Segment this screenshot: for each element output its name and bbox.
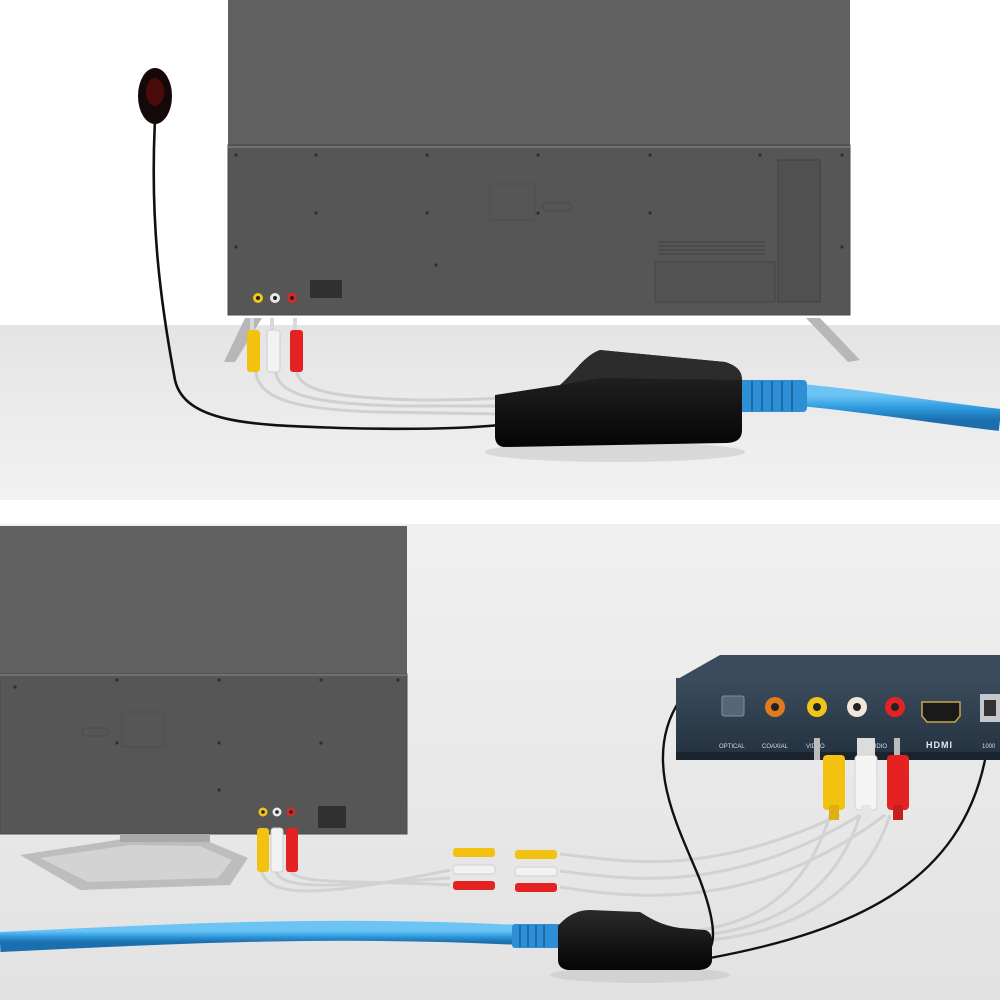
rca-coupler-pairs: [452, 848, 558, 892]
top-rca-cables: [254, 371, 501, 416]
bottom-hdmi-extender: [550, 910, 730, 983]
ir-receiver-cable: [152, 119, 501, 431]
tv-stand-right: [806, 318, 860, 362]
tv-rear-compartment-inner: [654, 261, 776, 303]
tv-back-top: [224, 0, 860, 362]
rca-plug-icon: [247, 318, 303, 373]
tv-screw-holes: [234, 153, 844, 267]
ir-receiver: [138, 68, 501, 431]
top-hdmi-extender: [485, 350, 745, 462]
bottom-rca-cables: [260, 813, 892, 942]
tv-back-bottom: [0, 526, 408, 890]
label-coaxial: COAXIAL: [762, 744, 789, 750]
bottom-network-cable: [0, 920, 521, 952]
tv-av-ports-bottom: [258, 807, 296, 817]
label-hdmi: HDMI: [926, 740, 953, 750]
rca-plugs-tv-bottom: [257, 827, 298, 873]
bottom-scene: OPTICAL COAXIAL VIDEO AUDIO HDMI 1000: [0, 524, 1000, 1000]
label-lan: 1000: [982, 744, 996, 750]
tv-port-block: [310, 280, 342, 298]
tv-av-ports: [253, 293, 297, 303]
tv-embossed-logo: [542, 202, 572, 212]
top-scene: [0, 0, 1000, 500]
bottom-black-cables: [661, 699, 987, 960]
bottom-network-boot: [512, 924, 562, 948]
top-network-boot: [735, 380, 807, 412]
label-optical: OPTICAL: [719, 744, 745, 750]
rca-plugs-player: [814, 738, 909, 820]
top-network-cable: [799, 384, 1000, 431]
panel-divider: [0, 500, 1000, 524]
tv-top-panel: [228, 0, 850, 148]
media-player-box: OPTICAL COAXIAL VIDEO AUDIO HDMI 1000: [676, 655, 1000, 760]
tv-vent: [658, 241, 765, 255]
tv-rear-compartment: [777, 159, 821, 303]
hdmi-port-icon: [921, 701, 961, 723]
label-audio: AUDIO: [868, 744, 887, 750]
tv-embossed-panel: [489, 183, 536, 221]
optical-port: [721, 695, 745, 717]
